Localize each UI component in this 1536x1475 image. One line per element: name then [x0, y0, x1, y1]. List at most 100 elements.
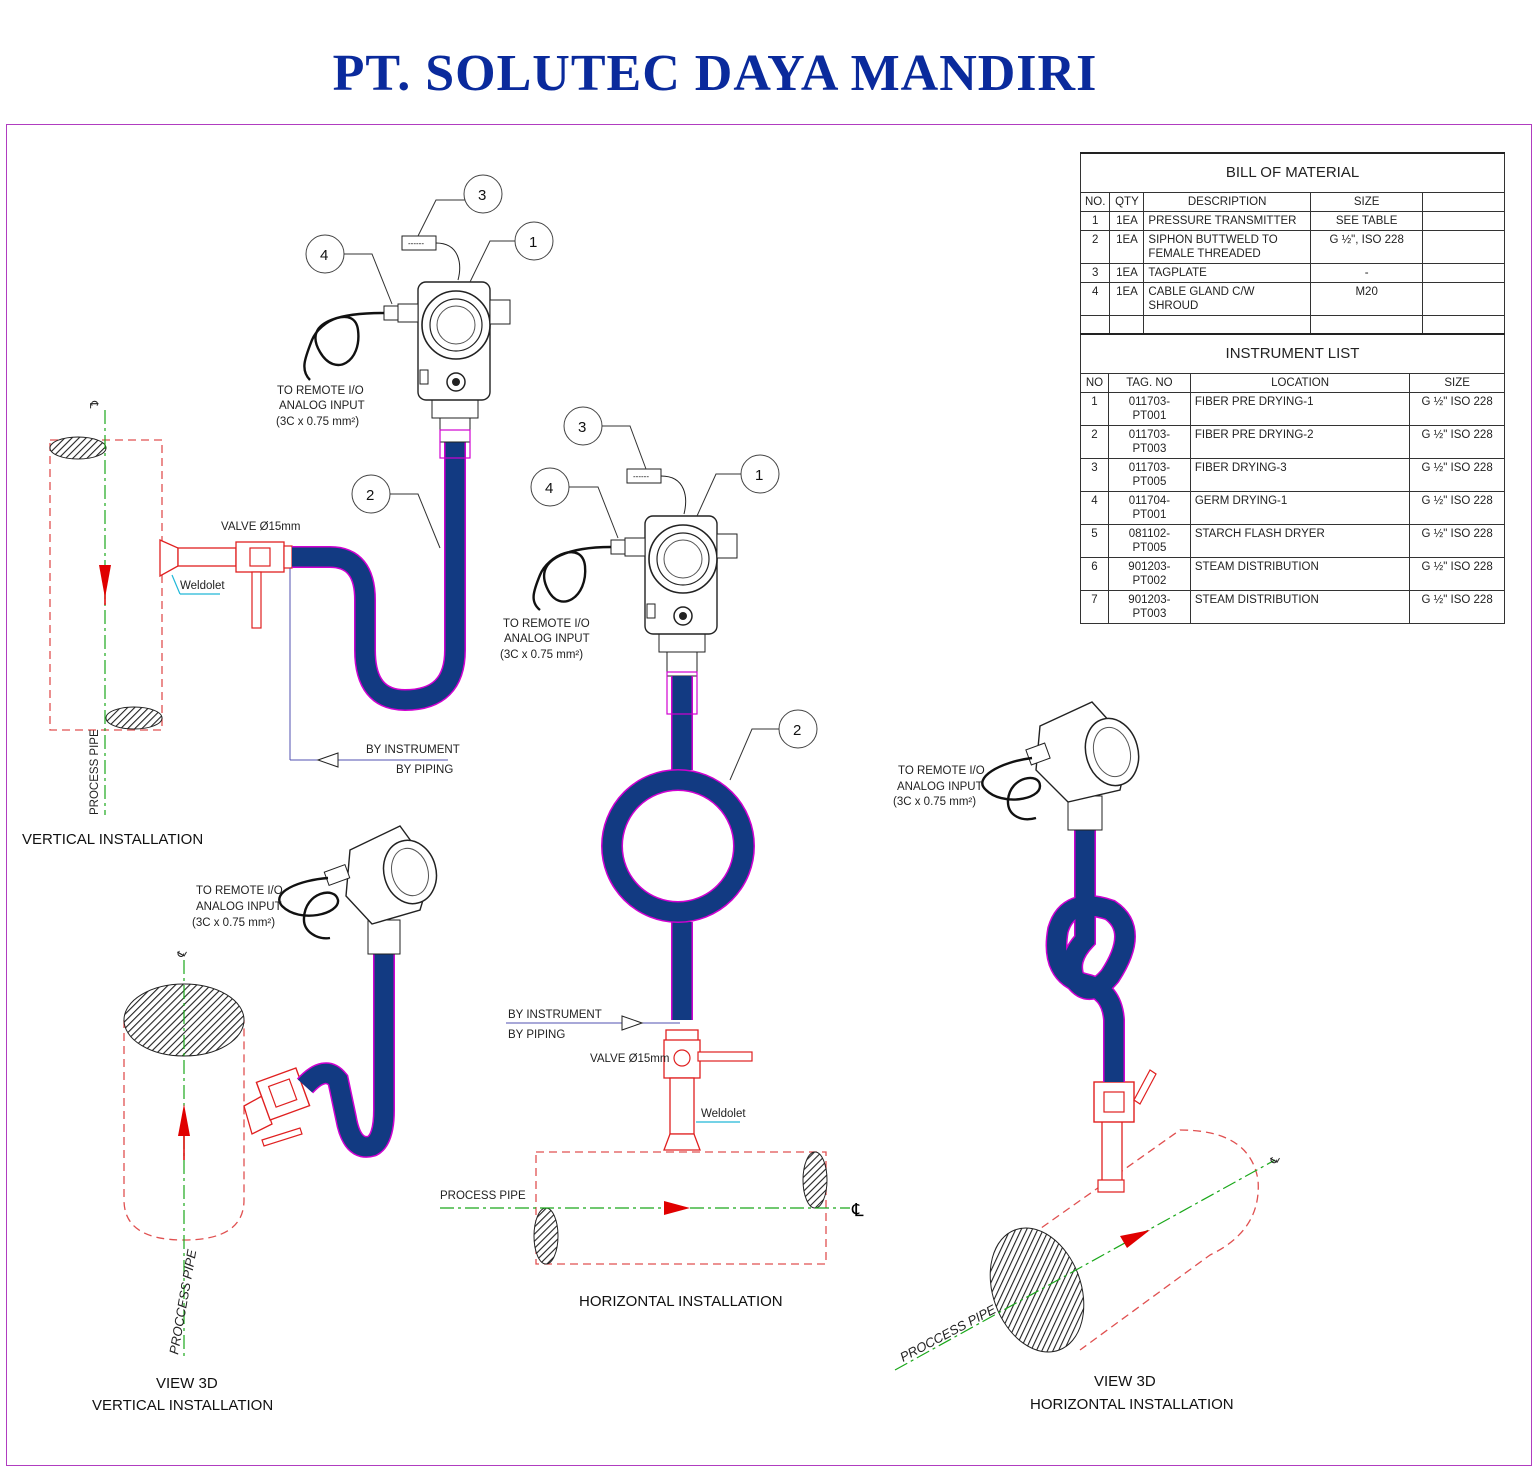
svg-text:Weldolet: Weldolet: [701, 1108, 746, 1120]
process-pipe-vertical: [49, 439, 163, 731]
bom-header-qty: QTY: [1109, 192, 1145, 212]
instrument-cell-tag: 081102-PT005: [1107, 524, 1191, 558]
svg-text:ANALOG INPUT: ANALOG INPUT: [196, 901, 282, 913]
svg-text:3: 3: [578, 419, 586, 436]
svg-text:1: 1: [755, 467, 763, 484]
view-3d-title-horizontal: VIEW 3D: [1094, 1373, 1156, 1390]
instrument-cell-loc: STARCH FLASH DRYER: [1189, 524, 1411, 558]
siphon-3d-vertical: [297, 950, 394, 1157]
bom-cell-qty: 1EA: [1109, 211, 1145, 231]
svg-text:PROCCESS PIPE: PROCCESS PIPE: [897, 1301, 998, 1364]
vertical-installation-2d: ℄ PROCESS PIPE VALVE Ø15mm Weldolet BY I…: [22, 174, 554, 848]
by-instrument-label: BY INSTRUMENT: [366, 744, 460, 756]
signal-cable-2: [532, 545, 612, 611]
bom-cell-no: 2: [1079, 230, 1111, 264]
view-3d-horizontal-subtitle: HORIZONTAL INSTALLATION: [1030, 1396, 1234, 1413]
svg-text:(3C x 0.75 mm²): (3C x 0.75 mm²): [500, 649, 583, 661]
instrument-cell-size: G ½" ISO 228: [1409, 590, 1505, 624]
svg-text:PROCESS PIPE: PROCESS PIPE: [440, 1190, 526, 1202]
bom-cell-qty: 1EA: [1109, 230, 1145, 264]
bom-cell-qty: 1EA: [1109, 282, 1145, 316]
bom-cell-desc: CABLE GLAND C/W SHROUD: [1143, 282, 1311, 316]
cable-spec-label: (3C x 0.75 mm²): [276, 416, 359, 428]
view-3d-vertical: ℄ PROCCESS PIPE TO REMOTE I/O ANALOG INP…: [92, 825, 438, 1414]
pressure-transmitter-1: [383, 281, 511, 443]
instrument-cell-no: 5: [1080, 524, 1109, 558]
instrument-list-table: INSTRUMENT LIST NO TAG. NO LOCATION SIZE…: [1080, 333, 1505, 624]
svg-text:BY PIPING: BY PIPING: [508, 1029, 565, 1041]
instrument-cell-loc: FIBER PRE DRYING-2: [1189, 425, 1411, 459]
bill-of-material-table: BILL OF MATERIAL NO. QTY DESCRIPTION SIZ…: [1079, 152, 1505, 335]
il-header-tag: TAG. NO: [1107, 373, 1191, 393]
pipe-section-top: [49, 436, 107, 460]
instrument-cell-size: G ½" ISO 228: [1409, 458, 1505, 492]
pressure-transmitter-3d-2: [1025, 701, 1140, 831]
instrument-list-title: INSTRUMENT LIST: [1080, 333, 1505, 374]
instrument-cell-tag: 011703-PT003: [1107, 425, 1191, 459]
instrument-cell-size: G ½" ISO 228: [1409, 557, 1505, 591]
svg-text:------: ------: [408, 239, 424, 248]
instrument-cell-no: 7: [1080, 590, 1109, 624]
instrument-cell-size: G ½" ISO 228: [1409, 425, 1505, 459]
callout-1: 1: [469, 221, 554, 283]
instrument-cell-tag: 901203-PT003: [1107, 590, 1191, 624]
instrument-cell-no: 2: [1080, 425, 1109, 459]
callout-1b: 1: [696, 454, 780, 517]
siphon-3d-horizontal: [1047, 830, 1135, 1082]
svg-text:TO REMOTE I/O: TO REMOTE I/O: [503, 618, 590, 630]
valve-handle-2: [697, 1051, 753, 1062]
weldolet: [159, 538, 179, 578]
svg-text:1: 1: [529, 234, 537, 251]
bom-cell-desc: SIPHON BUTTWELD TO FEMALE THREADED: [1143, 230, 1311, 264]
callout-2b: 2: [729, 709, 818, 781]
bom-cell-no: 4: [1079, 282, 1111, 316]
pipe-section-bottom: [105, 706, 163, 730]
instrument-cell-loc: STEAM DISTRIBUTION: [1189, 557, 1411, 591]
svg-text:(3C x 0.75 mm²): (3C x 0.75 mm²): [893, 796, 976, 808]
svg-text:TO REMOTE I/O: TO REMOTE I/O: [196, 885, 283, 897]
svg-text:PROCCESS PIPE: PROCCESS PIPE: [166, 1248, 199, 1356]
view-3d-title-vertical: VIEW 3D: [156, 1375, 218, 1392]
valve-label: VALVE Ø15mm: [221, 521, 300, 533]
callout-4: 4: [305, 234, 393, 305]
svg-text:VALVE Ø15mm: VALVE Ø15mm: [590, 1053, 669, 1065]
callout-4b: 4: [530, 467, 619, 539]
instrument-cell-loc: STEAM DISTRIBUTION: [1189, 590, 1411, 624]
company-title: PT. SOLUTEC DAYA MANDIRI: [332, 45, 1098, 102]
svg-text:ANALOG INPUT: ANALOG INPUT: [897, 781, 983, 793]
callout-2: 2: [351, 474, 441, 549]
svg-text:ANALOG INPUT: ANALOG INPUT: [504, 633, 590, 645]
horizontal-installation-title: HORIZONTAL INSTALLATION: [579, 1293, 783, 1310]
bom-cell-size: G ½", ISO 228: [1309, 230, 1424, 264]
svg-text:------: ------: [633, 472, 649, 481]
svg-text:℄: ℄: [175, 947, 190, 961]
svg-text:TO REMOTE I/O: TO REMOTE I/O: [898, 765, 985, 777]
instrument-cell-loc: FIBER DRYING-3: [1189, 458, 1411, 492]
view-3d-horizontal: ℄ PROCCESS PIPE TO REMOTE I/O ANALOG INP…: [893, 701, 1283, 1413]
vertical-installation-title: VERTICAL INSTALLATION: [22, 831, 203, 848]
nipple: [177, 547, 237, 567]
svg-text:2: 2: [793, 722, 801, 739]
by-piping-label: BY PIPING: [396, 764, 453, 776]
callout-3b: 3: [563, 406, 647, 470]
to-remote-label: TO REMOTE I/O: [277, 385, 364, 397]
svg-text:℄: ℄: [851, 1200, 864, 1220]
weldolet-label: Weldolet: [180, 580, 225, 592]
callout-3: 3: [417, 174, 503, 237]
svg-text:3: 3: [478, 187, 486, 204]
cl-symbol: ℄: [87, 400, 99, 409]
svg-text:℄: ℄: [1268, 1153, 1283, 1167]
instrument-cell-loc: FIBER PRE DRYING-1: [1189, 392, 1411, 426]
